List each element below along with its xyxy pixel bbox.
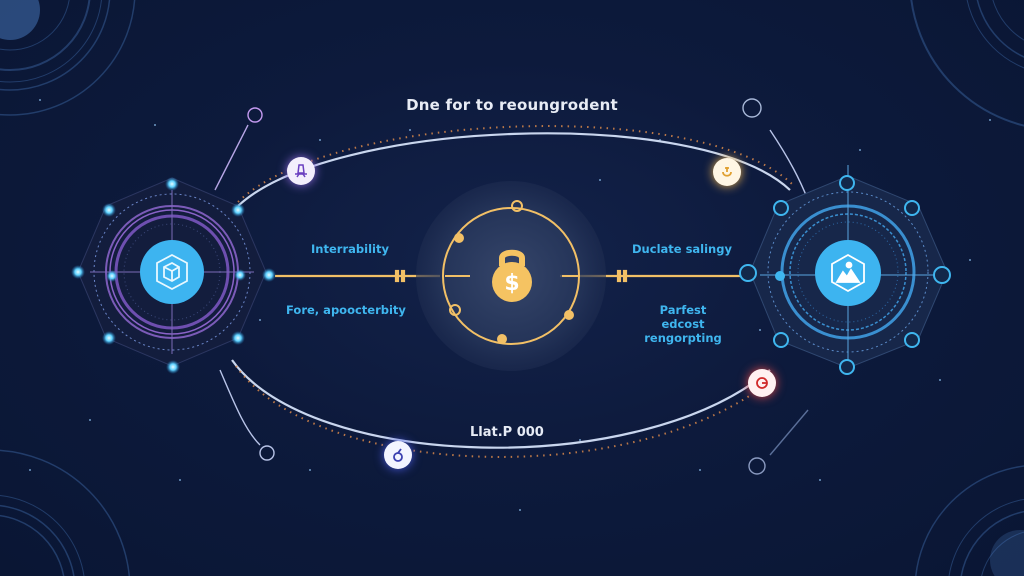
label-bottom: Llat.P 000 bbox=[470, 425, 544, 440]
badge-tools-icon[interactable] bbox=[287, 157, 315, 185]
left-hub-nodes bbox=[71, 177, 276, 374]
dollar-sign: $ bbox=[504, 271, 519, 296]
label-parfest-block: Parfest edcost rengorpting bbox=[628, 303, 738, 345]
stars bbox=[29, 99, 991, 511]
badge-gold-hook-icon[interactable] bbox=[713, 158, 741, 186]
corner-arcs-top-left bbox=[0, 0, 136, 116]
center-money-lock: $ bbox=[489, 244, 535, 304]
label-edcost: edcost bbox=[661, 317, 705, 331]
cube-icon bbox=[156, 253, 188, 291]
label-parfest: Parfest bbox=[659, 303, 707, 317]
right-hub-core bbox=[815, 240, 881, 306]
corner-arcs-bottom-left bbox=[0, 449, 131, 576]
badge-blue-lock-icon[interactable] bbox=[384, 441, 412, 469]
label-duclate-salingy: Duclate salingy bbox=[632, 242, 732, 256]
label-interoperability: Interrability bbox=[311, 242, 389, 256]
diagram-title: Dne for to reoungrodent bbox=[406, 96, 618, 114]
money-bag-lock-icon: $ bbox=[492, 249, 532, 302]
landscape-icon bbox=[831, 253, 865, 293]
corner-dots-top-left bbox=[0, 0, 40, 40]
badge-red-ring-icon[interactable] bbox=[748, 369, 776, 397]
right-hub-nodes bbox=[739, 175, 951, 375]
label-rengorpting: rengorpting bbox=[644, 331, 722, 345]
left-hub-core bbox=[140, 240, 204, 304]
antenna-lines bbox=[214, 98, 809, 475]
label-fore-apoocterbity: Fore, apoocterbity bbox=[286, 303, 406, 317]
